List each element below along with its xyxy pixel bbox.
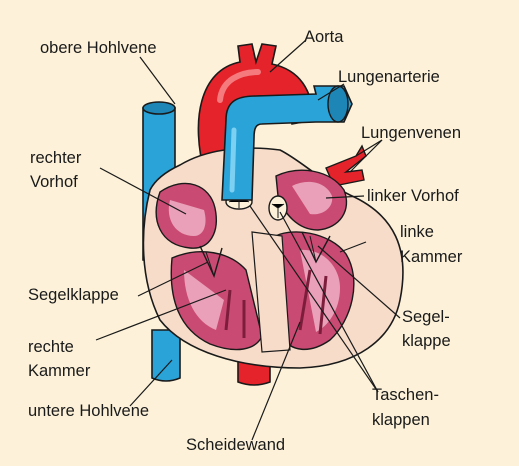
label-right-ventricle-line2: Kammer: [28, 362, 91, 380]
label-right-atrium-line2: Vorhof: [30, 173, 78, 191]
label-left-av-valve-line1: Segel-: [402, 308, 450, 326]
label-semilunar-valves-line1: Taschen-: [372, 386, 439, 404]
label-inferior-vena-cava: untere Hohlvene: [28, 402, 149, 420]
label-septum: Scheidewand: [186, 436, 285, 454]
label-left-ventricle-line1: linke: [400, 223, 434, 241]
label-right-av-valve: Segelklappe: [28, 286, 119, 304]
label-right-atrium-line1: rechter: [30, 149, 82, 167]
inferior-vena-cava: [152, 330, 180, 381]
label-pulmonary-veins: Lungenvenen: [361, 124, 461, 142]
label-right-ventricle-line1: rechte: [28, 338, 74, 356]
label-pulmonary-artery: Lungenarterie: [338, 68, 440, 86]
label-left-ventricle-line2: Kammer: [400, 248, 463, 266]
label-aorta: Aorta: [304, 28, 344, 46]
label-superior-vena-cava: obere Hohlvene: [40, 39, 157, 57]
label-left-av-valve-line2: klappe: [402, 332, 451, 350]
label-left-atrium: linker Vorhof: [367, 187, 459, 205]
label-semilunar-valves-line2: klappen: [372, 411, 430, 429]
